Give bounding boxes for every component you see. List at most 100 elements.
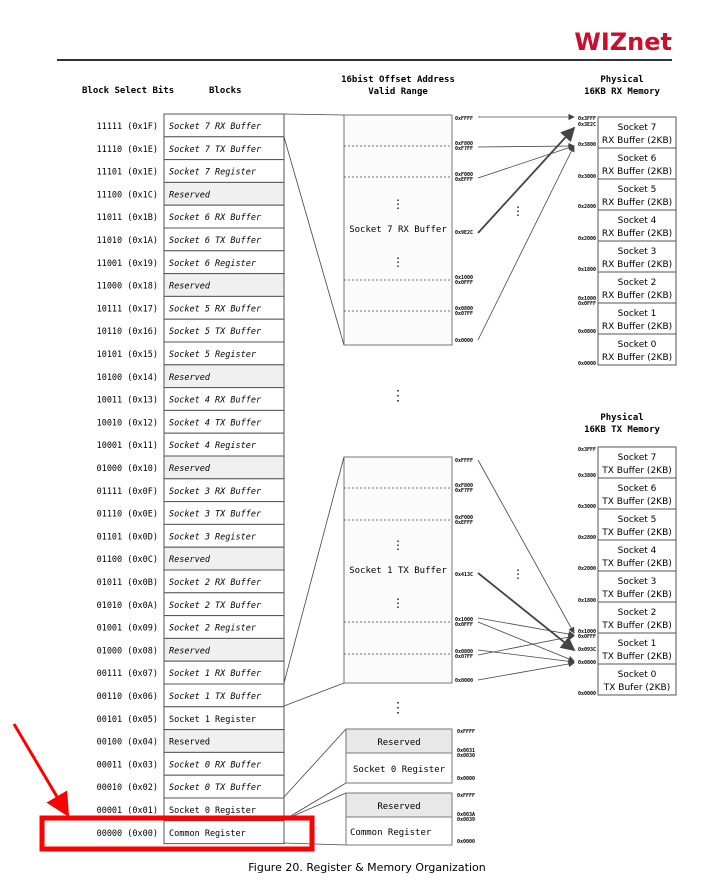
block-select-bits: 10111 (0x17): [97, 304, 158, 314]
figure-caption: Figure 20. Register & Memory Organizatio…: [248, 861, 486, 874]
address-label: 0x0000: [455, 678, 473, 684]
address-label: 0x0FFF: [455, 280, 473, 286]
tx-memory-socket-label: Socket 4: [618, 546, 657, 556]
ellipsis-icon: ⋮: [392, 596, 404, 610]
rx-memory-cell: [597, 333, 677, 366]
mapping-arrow: [477, 142, 575, 150]
connector-line: [283, 456, 345, 684]
rx-memory-size-label: RX Buffer (2KB): [602, 198, 672, 208]
address-label: 0xFFFF: [457, 729, 475, 735]
address-label: 0xF7FF: [455, 146, 473, 152]
rx_block-offset-box: [343, 114, 453, 346]
header-offset-1: 16bist Offset Address: [341, 74, 455, 85]
mapping-arrow: [477, 144, 575, 179]
block-select-bits: 00100 (0x04): [97, 738, 158, 748]
address-label: 0x1800: [578, 598, 596, 604]
tx-memory-cell: [597, 601, 677, 634]
rx-memory-cell: [597, 240, 677, 273]
block-label: Socket 5 TX Buffer: [169, 327, 262, 337]
header-rx-1: Physical: [600, 74, 643, 85]
block-select-bits: 01110 (0x0E): [97, 510, 158, 520]
connector-line: [283, 682, 345, 707]
block-select-bits: 10100 (0x14): [97, 373, 158, 383]
rx-memory-cell: [597, 147, 677, 180]
rx-memory-size-label: RX Buffer (2KB): [602, 229, 672, 239]
tx-memory-cell: [597, 539, 677, 572]
address-label: 0x1800: [578, 267, 596, 273]
tx-memory-size-label: TX Buffer (2KB): [601, 590, 672, 600]
block-label: Socket 4 Register: [169, 441, 257, 451]
tx_block-offset-label: Socket 1 TX Buffer: [349, 566, 447, 576]
block-select-bits: 00101 (0x05): [97, 715, 158, 725]
address-label: 0x1000: [455, 617, 473, 623]
block-select-bits: 10010 (0x12): [97, 418, 158, 428]
tx-memory-cell: [597, 663, 677, 696]
ellipsis-icon: ⋮: [512, 204, 524, 218]
rx-memory-socket-label: Socket 2: [618, 278, 657, 288]
address-label: 0x1000: [578, 629, 596, 635]
address-label: 0x3800: [578, 473, 596, 479]
block-label: Reserved: [169, 373, 211, 383]
block-select-bits: 01100 (0x0C): [97, 555, 158, 565]
block-label: Socket 1 RX Buffer: [169, 669, 262, 679]
tx_block-offset-box: [343, 456, 453, 684]
block-select-bits: 00110 (0x06): [97, 692, 158, 702]
tx-memory-socket-label: Socket 0: [618, 670, 657, 680]
connector-line: [283, 728, 347, 798]
mapping-arrow: [477, 617, 575, 638]
block-label: Socket 3 Register: [169, 532, 257, 542]
block-select-bits: 00001 (0x01): [97, 806, 158, 816]
address-label: 0x2800: [578, 535, 596, 541]
header-blocks: Blocks: [209, 86, 242, 96]
block-select-bits: 11010 (0x1A): [97, 236, 158, 246]
connector-line: [283, 842, 347, 846]
header-offset-2: Valid Range: [368, 86, 428, 97]
block-label: Socket 4 RX Buffer: [169, 396, 262, 406]
address-label: 0x2000: [578, 236, 596, 242]
ellipsis-icon: ⋮: [391, 700, 405, 716]
tx-memory-socket-label: Socket 1: [618, 639, 657, 649]
wiznet-logo: WIZnet: [574, 28, 672, 56]
rx-memory-size-label: RX Buffer (2KB): [602, 167, 672, 177]
address-label: 0x9E2C: [455, 230, 473, 236]
block-select-bits: 00000 (0x00): [97, 829, 158, 839]
block-label: Socket 2 Register: [169, 624, 257, 634]
common_reg-reserved-cell: [345, 792, 453, 818]
address-label: 0xFFFF: [455, 116, 473, 122]
connector-line: [283, 782, 347, 821]
rx-memory-size-label: RX Buffer (2KB): [602, 291, 672, 301]
tx-memory-cell: [597, 632, 677, 665]
rx-memory-socket-label: Socket 6: [618, 154, 657, 164]
rx-memory-size-label: RX Buffer (2KB): [602, 353, 672, 363]
address-label: 0x0000: [457, 776, 475, 782]
block-label: Socket 7 Register: [169, 168, 257, 178]
address-label: 0x3000: [578, 504, 596, 510]
address-label: 0x003A: [457, 812, 475, 818]
address-label: 0x0FFF: [578, 634, 596, 640]
address-label: 0xF000: [455, 172, 473, 178]
block-select-bits: 11111 (0x1F): [97, 122, 158, 132]
block-label: Socket 0 Register: [169, 806, 256, 816]
tx-memory-socket-label: Socket 6: [618, 484, 657, 494]
block-select-bits: 00111 (0x07): [97, 669, 158, 679]
block-label: Socket 6 TX Buffer: [169, 236, 262, 246]
block-select-bits: 01011 (0x0B): [97, 578, 158, 588]
ellipsis-icon: ⋮: [392, 538, 404, 552]
block-label: Reserved: [169, 646, 211, 656]
address-label: 0x0FFF: [578, 301, 596, 307]
block-label: Socket 7 RX Buffer: [169, 122, 262, 132]
block-label: Socket 7 TX Buffer: [169, 145, 262, 155]
block-cell: [163, 820, 285, 845]
tx-memory-cell: [597, 446, 677, 479]
tx-memory-size-label: TX Buffer (2KB): [601, 528, 672, 538]
tx-memory-cell: [597, 477, 677, 510]
mapping-arrow: [477, 126, 576, 234]
address-label: 0x1000: [578, 296, 596, 302]
mapping-arrow: [477, 572, 576, 652]
address-label: 0x0800: [455, 306, 473, 312]
block-select-bits: 01101 (0x0D): [97, 532, 158, 542]
rx-memory-cell: [597, 271, 677, 304]
address-label: 0x0800: [578, 329, 596, 335]
mapping-arrow: [477, 145, 575, 341]
tx-memory-size-label: TX Buffer (2KB): [601, 652, 672, 662]
